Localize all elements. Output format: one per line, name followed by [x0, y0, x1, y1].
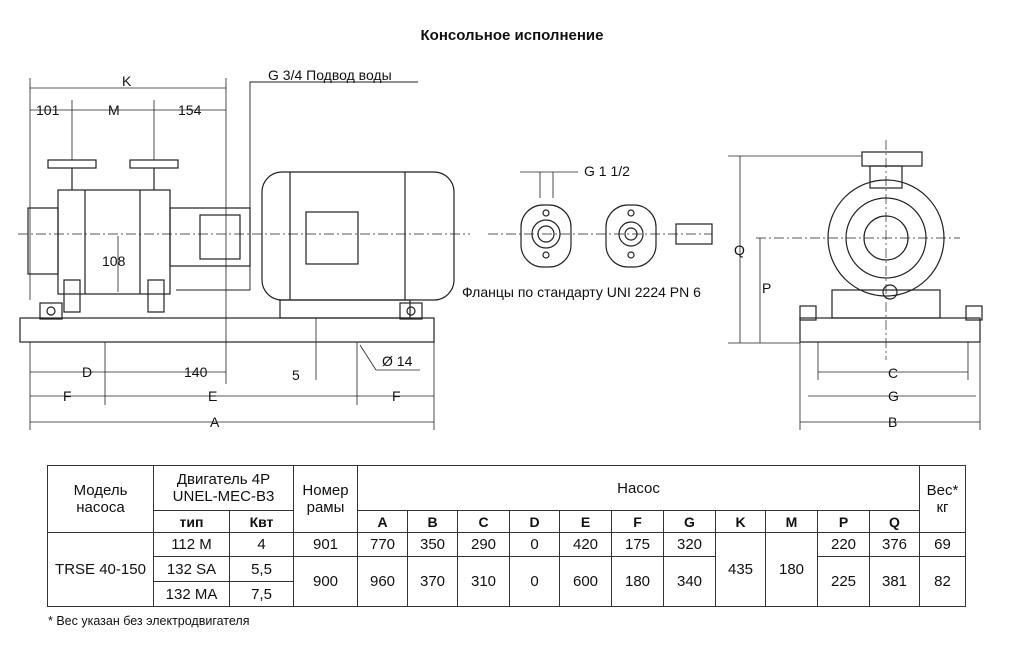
motor-kw: 5,5 — [229, 556, 294, 582]
col-Q: Q — [869, 510, 920, 533]
cell-weight: 69 — [919, 532, 966, 557]
col-D: D — [509, 510, 560, 533]
footnote: * Вес указан без электродвигателя — [48, 614, 250, 628]
col-K: K — [715, 510, 766, 533]
col-B: B — [407, 510, 458, 533]
model-header: Модель насоса — [47, 465, 154, 533]
frame-number: 900 — [293, 556, 358, 607]
dim-F-left: F — [63, 388, 72, 404]
dim-D: D — [82, 364, 92, 380]
cell-F: 180 — [611, 556, 664, 607]
dim-154: 154 — [178, 102, 202, 118]
cell-M: 180 — [765, 532, 818, 607]
cell-P: 225 — [817, 556, 870, 607]
cell-C: 310 — [457, 556, 510, 607]
motor-type: 132 SA — [153, 556, 230, 582]
cell-E: 600 — [559, 556, 612, 607]
flange-thread-label: G 1 1/2 — [584, 163, 630, 179]
motor-type: 112 M — [153, 532, 230, 557]
type-header: тип — [153, 510, 230, 533]
cell-G: 340 — [663, 556, 716, 607]
col-E: E — [559, 510, 612, 533]
motor-kw: 4 — [229, 532, 294, 557]
dim-M: M — [108, 102, 120, 118]
technical-drawing: K 101 M 154 108 D 140 5 Ø 14 F E F A Q P… — [18, 67, 983, 430]
cell-B: 370 — [407, 556, 458, 607]
pump-header: Насос — [357, 465, 920, 511]
cell-weight: 82 — [919, 556, 966, 607]
dim-P: P — [762, 280, 771, 296]
dim-hole-diameter: Ø 14 — [382, 353, 413, 369]
table-row: 132 MA 7,5 — [48, 581, 966, 607]
dim-Q: Q — [734, 242, 745, 258]
cell-C: 290 — [457, 532, 510, 557]
dim-101: 101 — [36, 102, 60, 118]
water-inlet-label: G 3/4 Подвод воды — [268, 67, 392, 83]
cell-A: 770 — [357, 532, 408, 557]
motor-kw: 7,5 — [229, 581, 294, 607]
col-M: M — [765, 510, 818, 533]
table-row: 132 SA 5,5 900 960 370 310 0 600 180 340… — [48, 556, 966, 607]
dim-E: E — [208, 388, 217, 404]
col-F: F — [611, 510, 664, 533]
cell-G: 320 — [663, 532, 716, 557]
dim-5: 5 — [292, 367, 300, 383]
model-name: TRSE 40-150 — [47, 532, 154, 607]
dim-F-right: F — [392, 388, 401, 404]
dim-K: K — [122, 73, 132, 89]
col-C: C — [457, 510, 510, 533]
dim-140: 140 — [184, 364, 208, 380]
cell-K: 435 — [715, 532, 766, 607]
cell-D: 0 — [509, 532, 560, 557]
frame-number: 901 — [293, 532, 358, 557]
col-G: G — [663, 510, 716, 533]
page-title: Консольное исполнение — [420, 27, 604, 44]
frame-header: Номер рамы — [293, 465, 358, 533]
weight-header: Вес* кг — [919, 465, 966, 533]
cell-P: 220 — [817, 532, 870, 557]
spec-table: Модель насоса Двигатель 4P UNEL-MEC-B3 Н… — [47, 465, 966, 607]
cell-B: 350 — [407, 532, 458, 557]
cell-F: 175 — [611, 532, 664, 557]
cell-Q: 376 — [869, 532, 920, 557]
cell-A: 960 — [357, 556, 408, 607]
col-A: A — [357, 510, 408, 533]
table-row: TRSE 40-150 112 M 4 901 770 350 290 0 42… — [47, 532, 966, 607]
dim-108: 108 — [102, 253, 126, 269]
cell-Q: 381 — [869, 556, 920, 607]
dim-B: B — [888, 414, 897, 430]
dim-G: G — [888, 388, 899, 404]
flange-standard-note: Фланцы по стандарту UNI 2224 PN 6 — [462, 284, 701, 300]
dim-C: C — [888, 365, 898, 381]
cell-E: 420 — [559, 532, 612, 557]
kw-header: Квт — [229, 510, 294, 533]
motor-type: 132 MA — [153, 581, 230, 607]
cell-D: 0 — [509, 556, 560, 607]
dim-A: A — [210, 414, 220, 430]
col-P: P — [817, 510, 870, 533]
motor-header: Двигатель 4P UNEL-MEC-B3 — [153, 465, 294, 511]
